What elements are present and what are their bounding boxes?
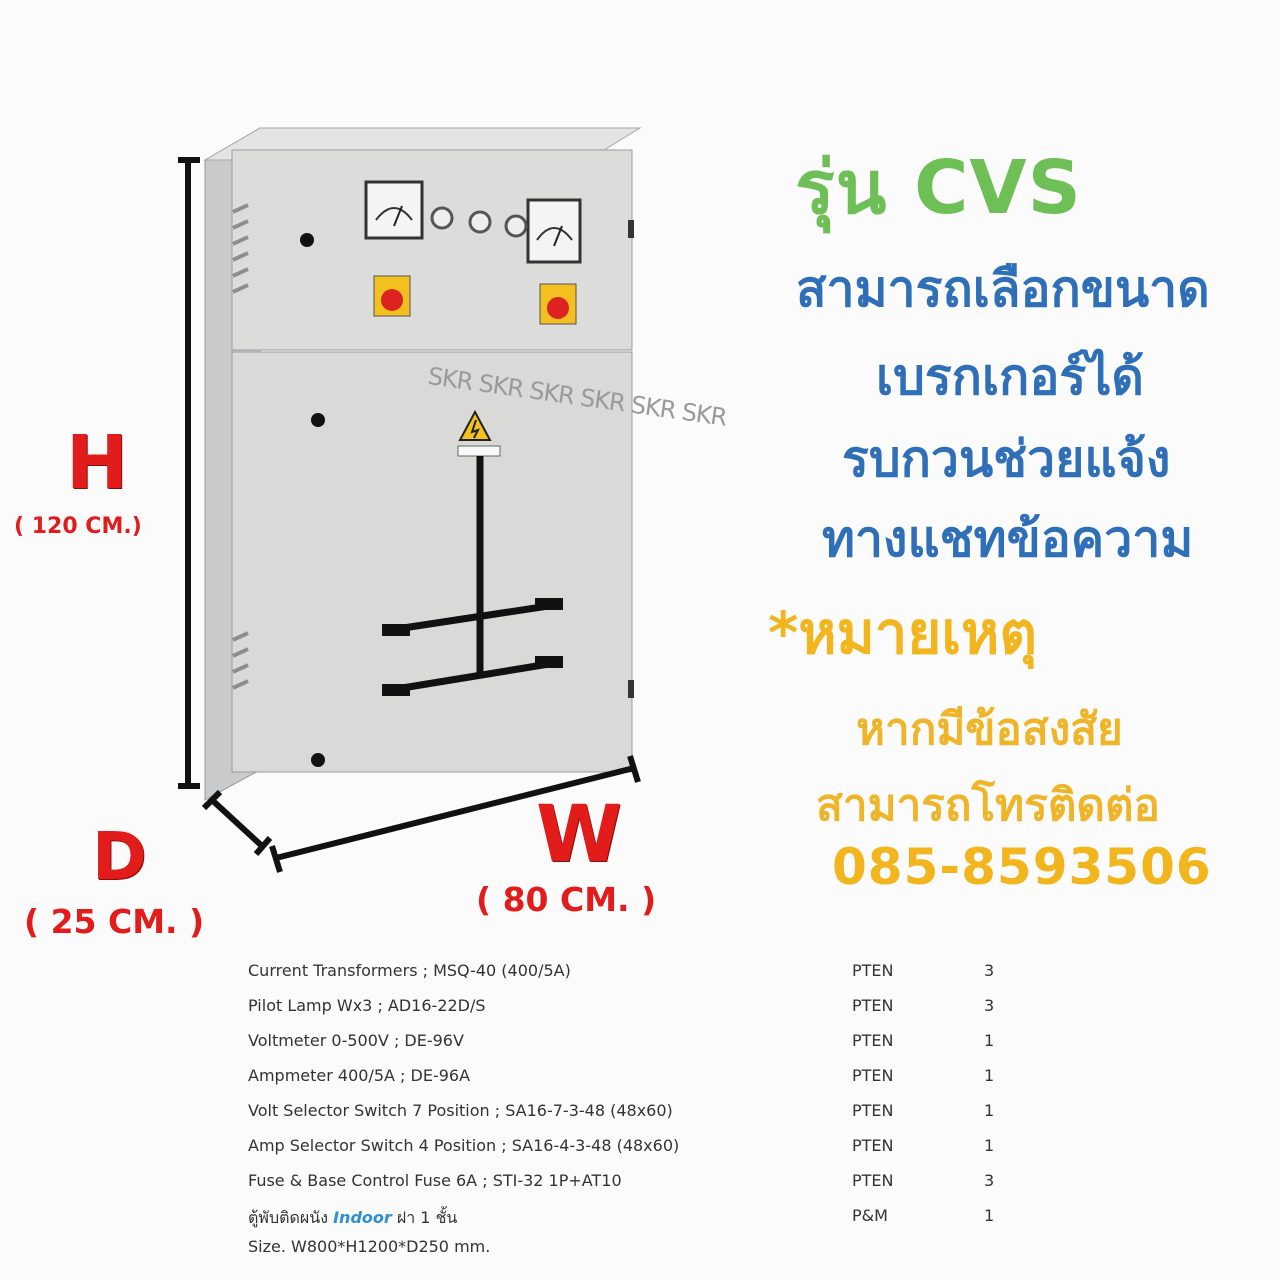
- height-letter: H: [66, 420, 128, 506]
- spec-description: Current Transformers ; MSQ-40 (400/5A): [248, 961, 571, 980]
- spec-quantity: 1: [984, 1206, 995, 1225]
- spec-description: Fuse & Base Control Fuse 6A ; STI-32 1P+…: [248, 1171, 622, 1190]
- size-spec: Size. W800*H1200*D250 mm.: [248, 1237, 491, 1256]
- table-row: Current Transformers ; MSQ-40 (400/5A) P…: [248, 956, 1028, 991]
- spec-brand: PTEN: [852, 1101, 894, 1120]
- spec-quantity: 1: [984, 1031, 995, 1050]
- spec-description: Voltmeter 0-500V ; DE-96V: [248, 1031, 464, 1050]
- table-row: Amp Selector Switch 4 Position ; SA16-4-…: [248, 1131, 1028, 1166]
- cabinet-desc-prefix: ตู้พับติดผนัง: [248, 1208, 328, 1227]
- door-lock-icon: [300, 233, 325, 767]
- depth-value: ( 25 CM. ): [24, 902, 205, 941]
- spec-description: Amp Selector Switch 4 Position ; SA16-4-…: [248, 1136, 680, 1155]
- promo-line-2: เบรกเกอร์ได้: [876, 348, 1144, 406]
- spec-brand: PTEN: [852, 1066, 894, 1085]
- table-row: Voltmeter 0-500V ; DE-96V PTEN 1: [248, 1026, 1028, 1061]
- cabinet-lower-door: [231, 351, 633, 773]
- spec-quantity: 3: [984, 1171, 995, 1190]
- table-row: Pilot Lamp Wx3 ; AD16-22D/S PTEN 3: [248, 991, 1028, 1026]
- note-line-2: สามารถโทรติดต่อ: [816, 780, 1160, 831]
- spec-brand: PTEN: [852, 1171, 894, 1190]
- spec-description: Ampmeter 400/5A ; DE-96A: [248, 1066, 471, 1085]
- warning-sign-icon: [457, 409, 501, 457]
- promo-line-3: รบกวนช่วยแจ้ง: [842, 430, 1171, 488]
- spec-brand: PTEN: [852, 996, 894, 1015]
- note-line-1: หากมีข้อสงสัย: [856, 704, 1123, 755]
- spec-quantity: 1: [984, 1066, 995, 1085]
- spec-quantity: 3: [984, 961, 995, 980]
- table-row: Ampmeter 400/5A ; DE-96A PTEN 1: [248, 1061, 1028, 1096]
- table-row: Volt Selector Switch 7 Position ; SA16-7…: [248, 1096, 1028, 1131]
- spec-quantity: 1: [984, 1136, 995, 1155]
- spec-brand: PTEN: [852, 1031, 894, 1050]
- depth-letter: D: [92, 818, 147, 895]
- depth-dimension-line: [201, 789, 273, 856]
- width-letter: W: [536, 790, 623, 880]
- voltmeter-icon: [364, 180, 424, 240]
- table-row: ตู้พับติดผนัง Indoor ฝา 1 ชั้น P&M 1: [248, 1201, 1028, 1236]
- ammeter-icon: [526, 198, 582, 264]
- breaker-slots: [382, 598, 563, 696]
- spec-brand: P&M: [852, 1206, 888, 1225]
- promo-line-1: สามารถเลือกขนาด: [796, 260, 1210, 318]
- table-row: Fuse & Base Control Fuse 6A ; STI-32 1P+…: [248, 1166, 1028, 1201]
- spec-description: ตู้พับติดผนัง Indoor ฝา 1 ชั้น: [248, 1206, 457, 1231]
- promo-line-4: ทางแชทข้อความ: [822, 510, 1194, 568]
- spec-brand: PTEN: [852, 961, 894, 980]
- spec-description: Volt Selector Switch 7 Position ; SA16-7…: [248, 1101, 673, 1120]
- spec-table: Current Transformers ; MSQ-40 (400/5A) P…: [248, 956, 1028, 1236]
- height-value: ( 120 CM.): [14, 514, 142, 539]
- note-heading: *หมายเหตุ: [768, 599, 1038, 667]
- width-dimension-line: [269, 755, 641, 873]
- spec-quantity: 1: [984, 1101, 995, 1120]
- hinge-icon: [628, 220, 634, 698]
- cabinet-desc-suffix: ฝา 1 ชั้น: [396, 1208, 458, 1227]
- spec-brand: PTEN: [852, 1136, 894, 1155]
- cabinet-desc-highlight: Indoor: [333, 1208, 392, 1227]
- phone-number: 085-8593506: [832, 838, 1212, 896]
- pilot-lamp-icon: [430, 206, 528, 238]
- width-value: ( 80 CM. ): [476, 880, 657, 919]
- cabinet-illustration: [178, 127, 642, 873]
- busbar-diagram: [389, 456, 556, 694]
- spec-quantity: 3: [984, 996, 995, 1015]
- selector-switch-icon: [373, 275, 577, 325]
- height-dimension-line: [178, 157, 200, 789]
- model-title: รุ่น CVS: [795, 145, 1082, 231]
- side-vents: [232, 203, 249, 690]
- spec-description: Pilot Lamp Wx3 ; AD16-22D/S: [248, 996, 486, 1015]
